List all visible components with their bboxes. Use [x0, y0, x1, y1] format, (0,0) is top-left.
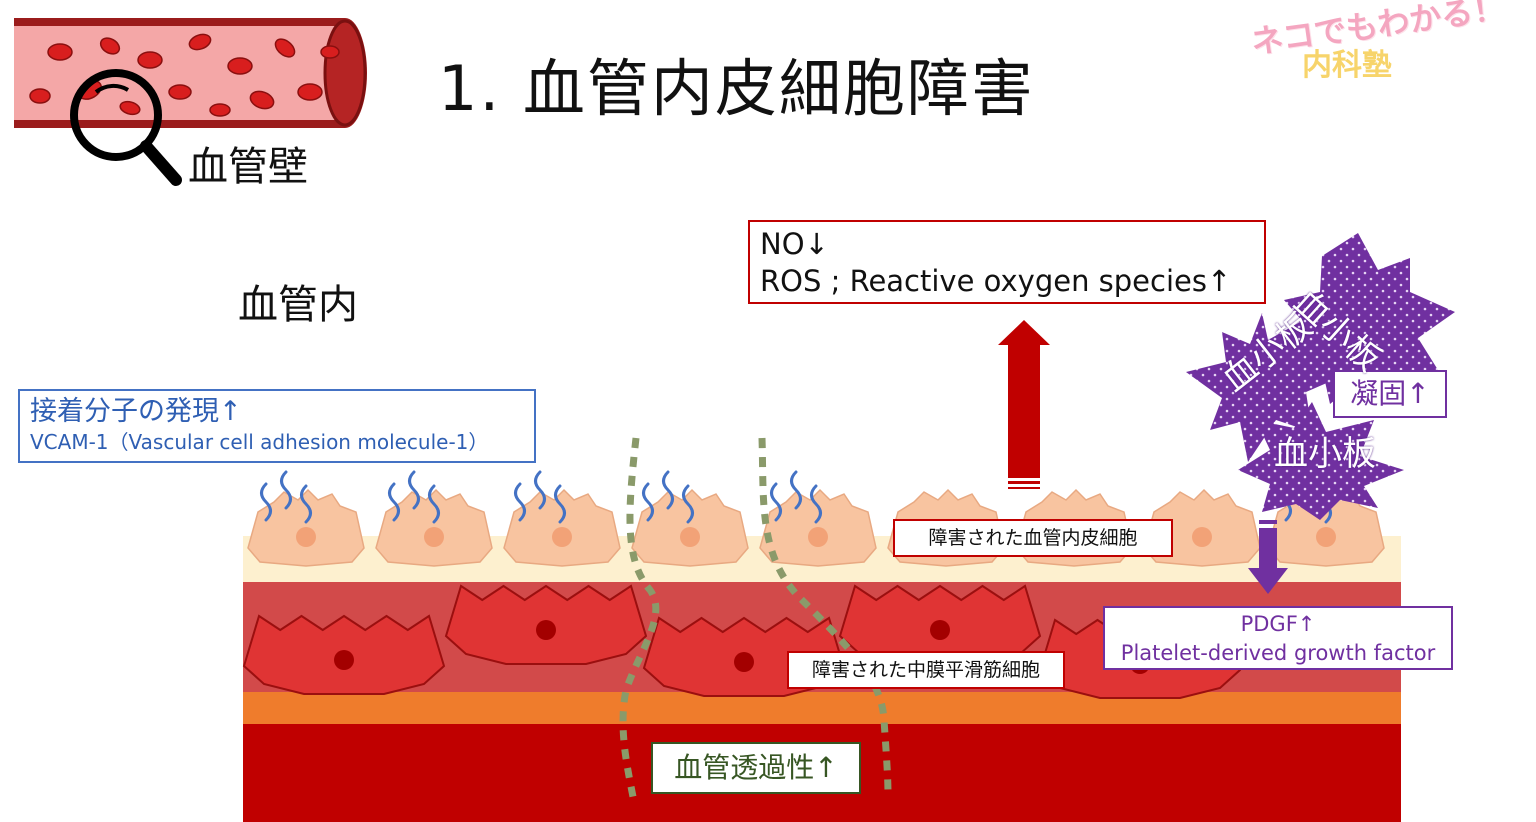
- pdgf-arrow: [1248, 520, 1288, 594]
- logo-line-2: 内科塾: [1302, 48, 1392, 83]
- vcam-molecule: [260, 482, 272, 522]
- endothelial-nucleus: [808, 527, 828, 547]
- smooth-muscle-nucleus: [930, 620, 950, 640]
- ros-box: NO↓ ROS ; Reactive oxygen species↑: [748, 220, 1266, 304]
- pdgf-box: PDGF↑ Platelet-derived growth factor: [1103, 606, 1453, 670]
- magnifier-icon: [70, 69, 182, 186]
- pdgf-title: PDGF↑: [1240, 612, 1316, 636]
- adventitia-band: [243, 692, 1401, 724]
- vcam-molecule: [408, 470, 420, 510]
- damaged-smooth-muscle-label: 障害された中膜平滑筋細胞: [787, 651, 1065, 689]
- endothelial-nucleus: [296, 527, 316, 547]
- vessel-lumen-label: 血管内: [238, 282, 358, 328]
- vcam-molecule: [280, 470, 292, 510]
- vcam-molecule: [514, 482, 526, 522]
- platelet-label-3: 血小板: [1274, 434, 1376, 474]
- adhesion-detail: VCAM-1（Vascular cell adhesion molecule-1…: [30, 430, 489, 454]
- smooth-muscle-nucleus: [536, 620, 556, 640]
- smooth-muscle-nucleus: [734, 652, 754, 672]
- vcam-molecule: [790, 470, 802, 510]
- platelet-aggregate: [1186, 233, 1455, 520]
- ros-release-arrow: [998, 320, 1050, 489]
- blood-vessel-illustration: [14, 18, 367, 128]
- page-title: 1. 血管内皮細胞障害: [438, 52, 1035, 125]
- platelet-shape-3: [1238, 402, 1404, 520]
- endothelial-nucleus: [680, 527, 700, 547]
- endothelial-nucleus: [1316, 527, 1336, 547]
- permeability-path-right: [758, 437, 892, 796]
- smooth-muscle-nucleus: [334, 650, 354, 670]
- vcam-molecule: [770, 482, 782, 522]
- no-label: NO↓: [760, 227, 829, 261]
- vcam-molecule: [554, 484, 566, 524]
- endothelial-nucleus: [552, 527, 572, 547]
- coagulation-label: 凝固↑: [1333, 370, 1447, 418]
- vessel-wall-label: 血管壁: [188, 144, 308, 190]
- smooth-muscle-cells: [242, 584, 1242, 699]
- permeability-label: 血管透過性↑: [651, 742, 861, 794]
- adhesion-molecule-box: 接着分子の発現↑ VCAM-1（Vascular cell adhesion m…: [18, 389, 536, 463]
- endothelial-nucleus: [1192, 527, 1212, 547]
- vcam-molecule: [428, 484, 440, 524]
- endothelial-nucleus: [424, 527, 444, 547]
- vcam-molecule: [682, 484, 694, 524]
- vcam-molecule: [642, 482, 654, 522]
- vcam-molecule: [662, 470, 674, 510]
- adhesion-title: 接着分子の発現↑: [30, 396, 242, 427]
- ros-label: ROS ; Reactive oxygen species↑: [760, 264, 1232, 298]
- permeability-path-left: [619, 437, 660, 803]
- pdgf-detail: Platelet-derived growth factor: [1120, 641, 1436, 665]
- damaged-endothelium-label: 障害された血管内皮細胞: [893, 519, 1173, 557]
- vcam-molecule: [388, 482, 400, 522]
- vcam-molecule: [810, 484, 822, 524]
- vcam-molecule: [534, 470, 546, 510]
- vcam-molecule: [300, 484, 312, 524]
